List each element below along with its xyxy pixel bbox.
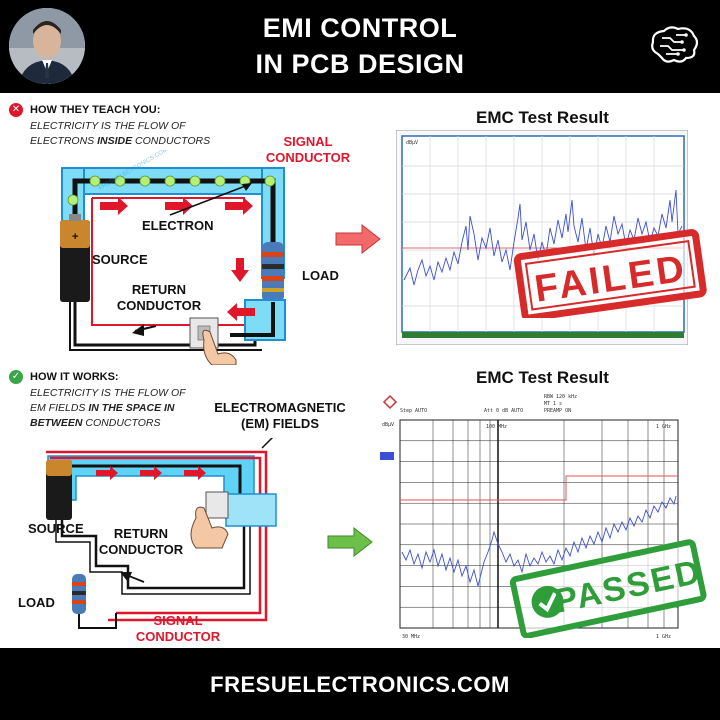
fail-flow-arrow xyxy=(335,223,381,255)
bottom-line-1: ELECTRICITY IS THE FLOW OF xyxy=(30,387,186,399)
bottom-result-title: EMC Test Result xyxy=(476,368,609,387)
top-result-title: EMC Test Result xyxy=(476,108,609,127)
svg-text:dBµV: dBµV xyxy=(406,140,418,146)
svg-text:PREAMP ON: PREAMP ON xyxy=(544,408,571,414)
load-label-2: LOAD xyxy=(18,595,55,610)
resistor-icon-2 xyxy=(72,574,86,614)
svg-text:30 MHz: 30 MHz xyxy=(402,634,420,640)
svg-text:MT 1 s: MT 1 s xyxy=(544,401,562,407)
header-bar: EMI CONTROL IN PCB DESIGN xyxy=(0,0,720,93)
svg-text:dBµV: dBµV xyxy=(382,422,394,428)
electron-dots xyxy=(67,175,276,206)
source-label-2: SOURCE xyxy=(28,521,84,536)
current-arrows xyxy=(100,197,255,321)
pass-flow-arrow xyxy=(327,526,373,558)
bottom-line-2: EM FIELDS IN THE SPACE IN xyxy=(30,402,175,414)
rohde-logo-icon xyxy=(382,394,398,410)
svg-text:Att 0 dB AUTO: Att 0 dB AUTO xyxy=(484,408,523,414)
svg-text:100 MHz: 100 MHz xyxy=(486,424,507,430)
title-line-2: IN PCB DESIGN xyxy=(255,49,465,79)
top-line-1: ELECTRICITY IS THE FLOW OF xyxy=(30,120,186,132)
top-heading: HOW THEY TEACH YOU: xyxy=(30,104,161,116)
electron-pointer xyxy=(169,183,252,216)
pass-check-icon: ✓ xyxy=(9,370,23,384)
resistor-icon xyxy=(262,242,284,302)
battery-icon: + xyxy=(60,214,90,302)
electron-label: ELECTRON xyxy=(142,218,214,233)
footer-website[interactable]: FRESUELECTRONICS.COM xyxy=(210,672,510,697)
footer-bar: FRESUELECTRONICS.COM xyxy=(0,648,720,720)
page-title: EMI CONTROL IN PCB DESIGN xyxy=(0,10,720,82)
svg-text:+: + xyxy=(72,231,78,243)
em-fields-label: ELECTROMAGNETIC(EM) FIELDS xyxy=(214,400,346,431)
bottom-line-3: BETWEEN CONDUCTORS xyxy=(30,417,161,429)
failed-stamp: FAILED xyxy=(513,229,707,318)
svg-text:1 GHz: 1 GHz xyxy=(656,424,671,430)
top-circuit-diagram: + FRESUELECTRONICS.COM xyxy=(60,150,286,365)
passed-stamp: PASSED xyxy=(509,539,707,638)
top-line-2: ELECTRONS INSIDE CONDUCTORS xyxy=(30,135,211,147)
svg-text:1 GHz: 1 GHz xyxy=(656,634,671,640)
svg-text:RBW 120 kHz: RBW 120 kHz xyxy=(544,394,577,400)
battery-icon-2 xyxy=(46,460,72,520)
source-label: SOURCE xyxy=(92,252,148,267)
brain-circuit-icon xyxy=(651,26,699,63)
bottom-heading: HOW IT WORKS: xyxy=(30,371,119,383)
svg-text:Step AUTO: Step AUTO xyxy=(400,408,427,414)
author-avatar xyxy=(9,8,85,84)
fail-x-icon: ✕ xyxy=(9,103,23,117)
load-label: LOAD xyxy=(302,268,339,283)
bottom-circuit-diagram xyxy=(46,438,277,629)
title-line-1: EMI CONTROL xyxy=(262,13,458,43)
